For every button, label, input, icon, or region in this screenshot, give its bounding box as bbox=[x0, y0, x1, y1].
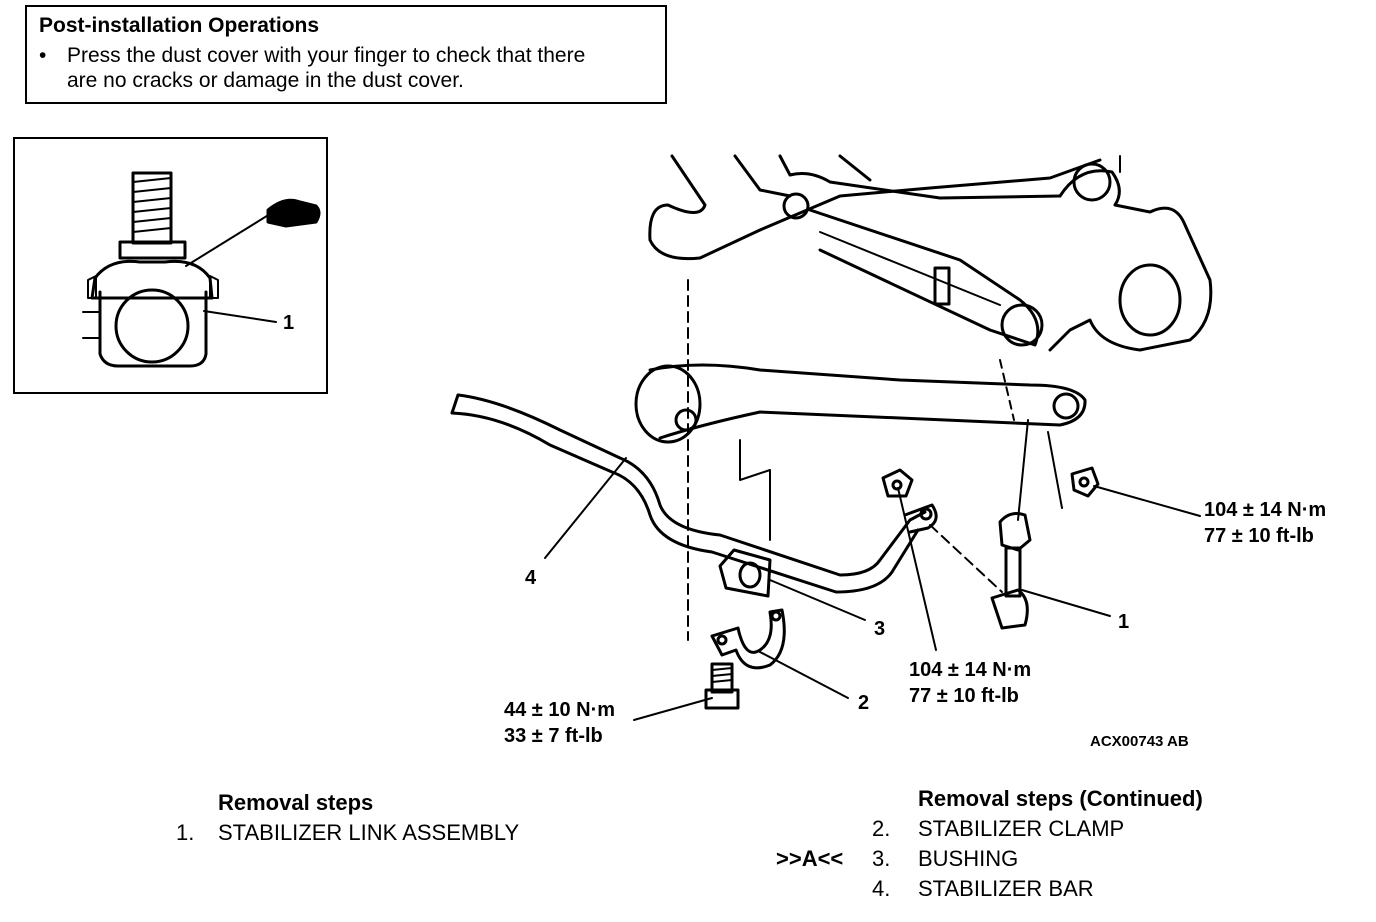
step-text: STABILIZER LINK ASSEMBLY bbox=[218, 820, 520, 845]
bullet-icon: • bbox=[39, 44, 47, 67]
torque-spec-right: 104 ± 14 N·m 77 ± 10 ft-lb bbox=[1204, 497, 1326, 549]
callout-1: 1 bbox=[1118, 611, 1130, 633]
removal-step-row: 2. STABILIZER CLAMP bbox=[0, 814, 1376, 844]
figure-reference-code: ACX00743 AB bbox=[1090, 733, 1189, 750]
ball-joint-inset bbox=[13, 137, 328, 394]
torque-bolt-nm: 44 ± 10 N·m bbox=[504, 699, 616, 721]
removal-step-row: 1. STABILIZER LINK ASSEMBLY bbox=[0, 818, 700, 848]
bushing-drawing bbox=[718, 548, 772, 598]
post-installation-note: Post-installation Operations • Press the… bbox=[25, 5, 667, 104]
torque-spec-mid: 104 ± 14 N·m 77 ± 10 ft-lb bbox=[909, 657, 1031, 709]
torque-bolt-ftlb: 33 ± 7 ft-lb bbox=[504, 725, 603, 747]
note-line-1: Press the dust cover with your finger to… bbox=[67, 44, 586, 67]
note-title: Post-installation Operations bbox=[39, 14, 320, 37]
torque-spec-bolt: 44 ± 10 N·m 33 ± 7 ft-lb bbox=[504, 697, 615, 749]
stabilizer-bar-drawing bbox=[450, 393, 938, 594]
right-nut-drawing bbox=[1070, 466, 1100, 498]
torque-right-nm: 104 ± 14 N·m bbox=[1204, 499, 1327, 521]
note-line-2: are no cracks or damage in the dust cove… bbox=[67, 69, 464, 92]
step-number: 1. bbox=[176, 820, 195, 845]
torque-mid-nm: 104 ± 14 N·m bbox=[909, 659, 1032, 681]
step-number: 4. bbox=[872, 876, 891, 901]
step-text: BUSHING bbox=[918, 846, 1019, 871]
leader-lines bbox=[544, 457, 1201, 721]
step-text: STABILIZER BAR bbox=[918, 876, 1094, 901]
vehicle-frame-drawing bbox=[634, 154, 1213, 641]
callout-4: 4 bbox=[525, 567, 537, 589]
removal-steps-continued-heading: Removal steps (Continued) bbox=[918, 786, 1203, 811]
removal-step-row: 4. STABILIZER BAR bbox=[0, 874, 1376, 904]
clamp-drawing bbox=[710, 608, 786, 670]
step-number: 3. bbox=[872, 846, 891, 871]
inset-callout-1: 1 bbox=[283, 312, 295, 334]
bolt-drawing bbox=[704, 662, 740, 710]
removal-steps-heading: Removal steps bbox=[218, 790, 374, 815]
note-text: Press the dust cover with your finger to… bbox=[67, 43, 585, 93]
link-nut-drawing bbox=[881, 468, 914, 498]
stabilizer-link-drawing bbox=[929, 419, 1032, 630]
step-mark: >>A<< bbox=[776, 846, 844, 871]
note-bullet-item: • Press the dust cover with your finger … bbox=[39, 43, 653, 93]
step-text: STABILIZER CLAMP bbox=[918, 816, 1125, 841]
torque-mid-ftlb: 77 ± 10 ft-lb bbox=[909, 685, 1019, 707]
ball-joint-drawing bbox=[82, 171, 321, 368]
callout-3: 3 bbox=[874, 618, 886, 640]
torque-right-ftlb: 77 ± 10 ft-lb bbox=[1204, 525, 1314, 547]
step-number: 2. bbox=[872, 816, 891, 841]
removal-step-row: >>A<< 3. BUSHING bbox=[0, 844, 1376, 874]
callout-2: 2 bbox=[858, 692, 870, 714]
